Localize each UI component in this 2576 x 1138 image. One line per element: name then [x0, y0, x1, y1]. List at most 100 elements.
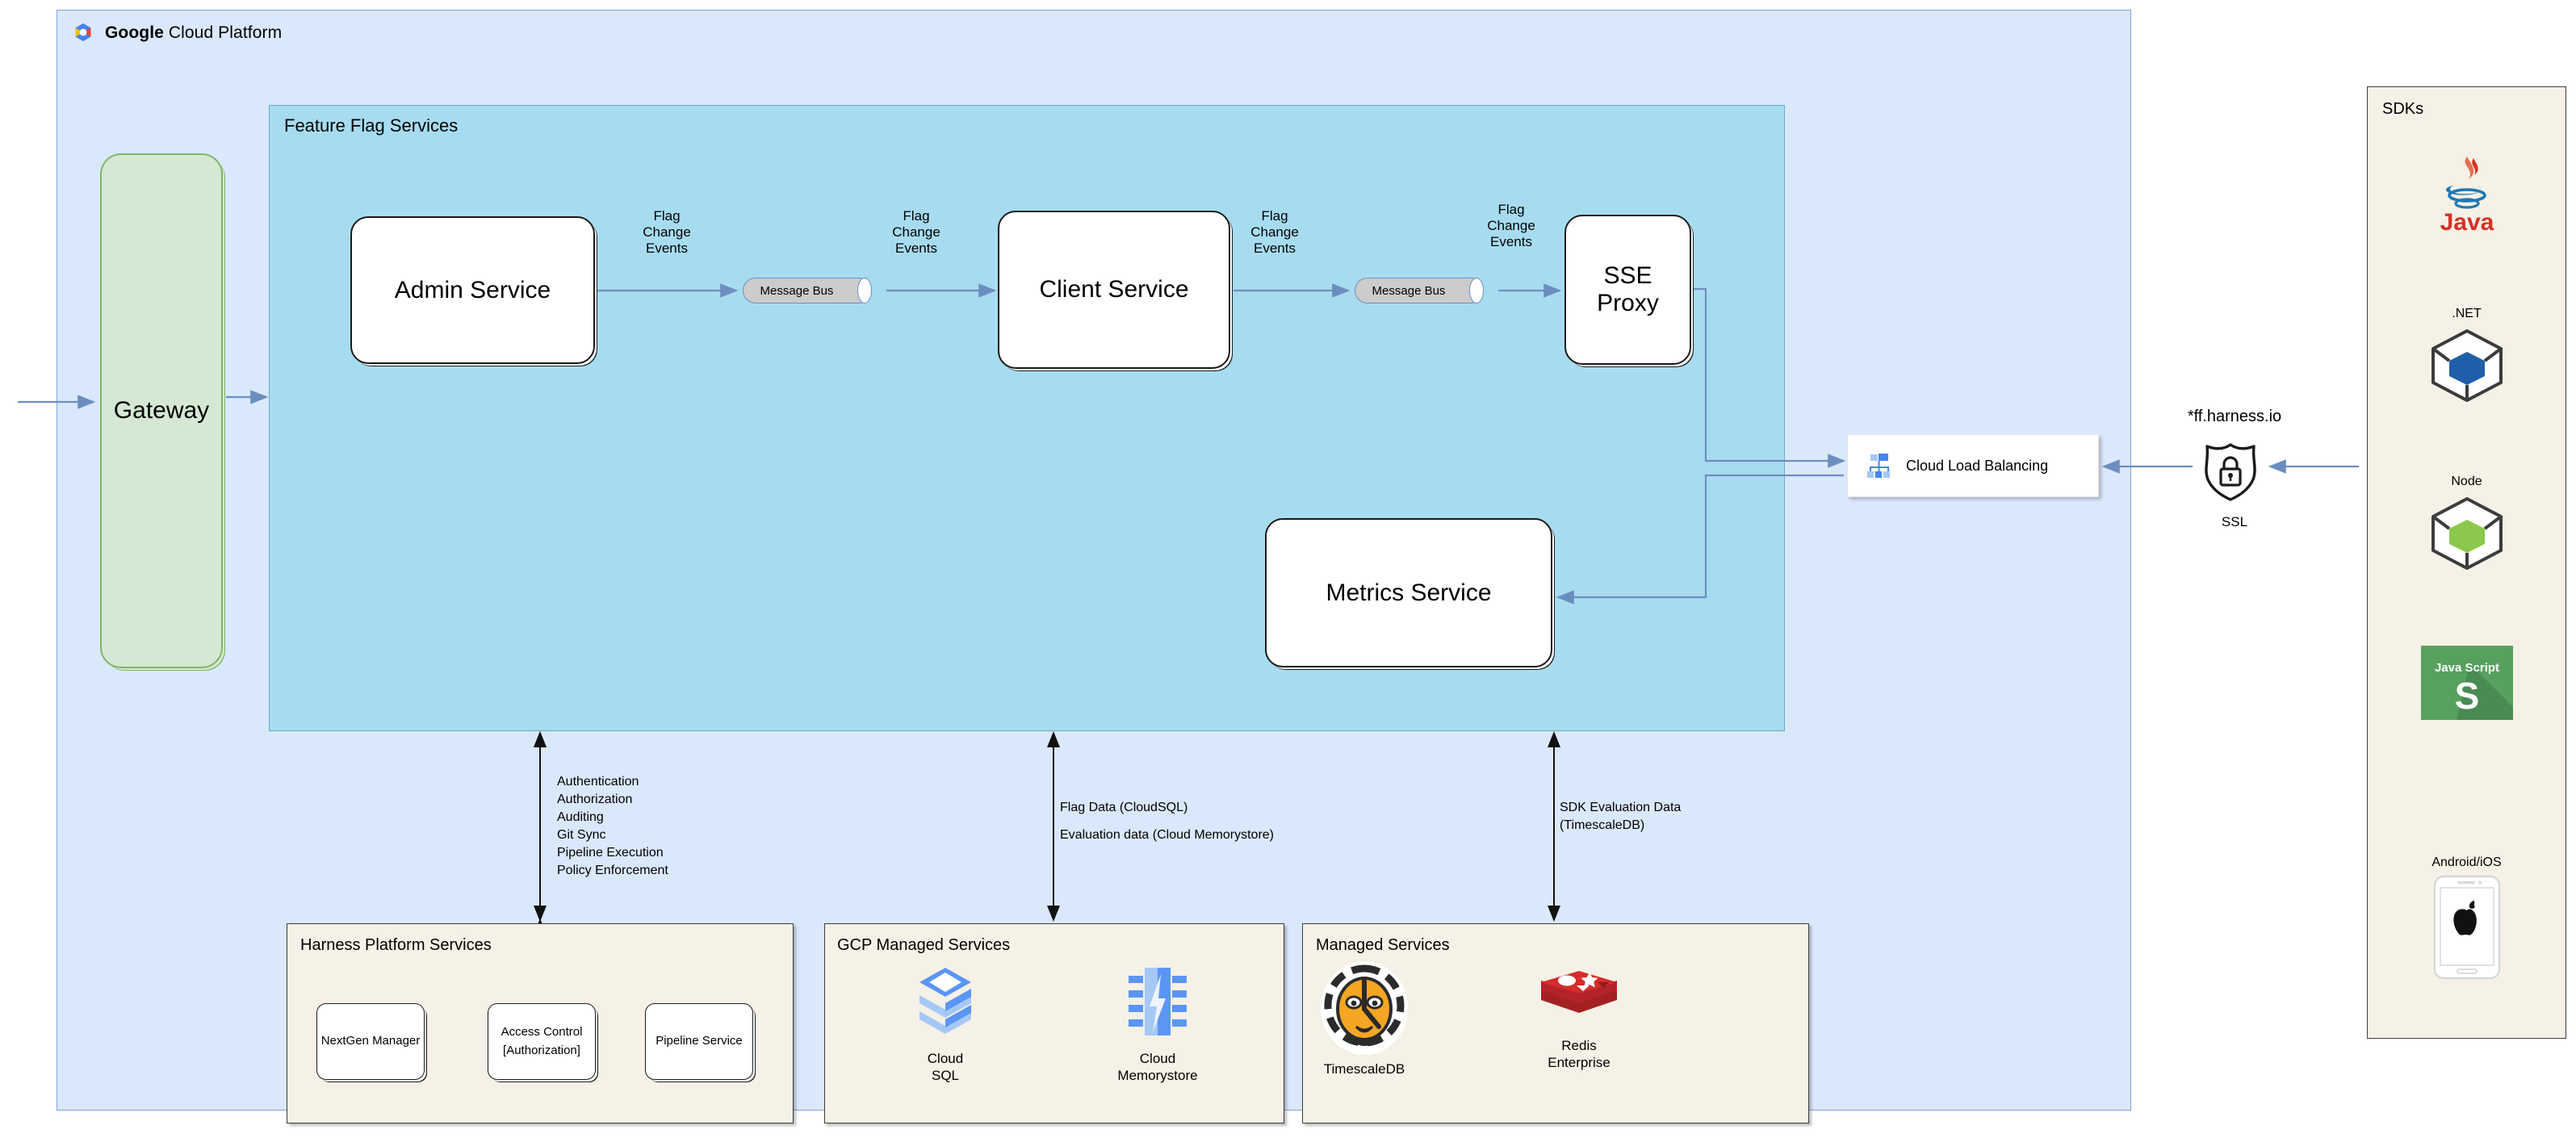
cloud-sql-icon — [877, 964, 1014, 1045]
flag-label-line1: Flag — [1261, 208, 1288, 224]
gateway-node[interactable]: Gateway — [100, 153, 223, 668]
flag-label-line1: Flag — [903, 208, 930, 224]
flag-label-line3: Events — [1254, 240, 1296, 256]
annot-policy-enforcement: Policy Enforcement — [557, 864, 668, 878]
redis-caption: Redis Enterprise — [1510, 1037, 1648, 1072]
flag-label-line2: Change — [1487, 217, 1535, 233]
gcp-managed-services-title: GCP Managed Services — [837, 936, 1011, 954]
flag-label-line1: Flag — [1497, 202, 1525, 217]
timescaledb-tiger-icon — [1296, 960, 1433, 1056]
cloud-sql-line2: SQL — [931, 1068, 960, 1084]
client-service-label: Client Service — [1039, 276, 1189, 303]
redis-line1: Redis — [1561, 1038, 1597, 1053]
gcp-title: Google Cloud Platform — [105, 23, 282, 43]
dotnet-cube-icon — [2367, 326, 2566, 404]
annot-pipeline-execution: Pipeline Execution — [557, 846, 664, 860]
cloud-load-balancing-icon — [1864, 450, 1895, 481]
redis-logo-icon — [1510, 964, 1648, 1032]
sse-proxy-node[interactable]: SSE Proxy — [1564, 215, 1691, 365]
metrics-service-label: Metrics Service — [1326, 579, 1492, 606]
sdk-label-dotnet: .NET — [2452, 307, 2482, 320]
java-logo-icon: Java — [2367, 153, 2566, 237]
gcp-title-bold: Google — [105, 23, 164, 42]
pipeline-service-node[interactable]: Pipeline Service — [645, 1003, 753, 1080]
sdk-label-node: Node — [2451, 475, 2482, 488]
timescaledb-line1: TimescaleDB — [1323, 1061, 1405, 1077]
cloud-sql-item[interactable]: Cloud SQL — [877, 964, 1014, 1085]
admin-service-label: Admin Service — [394, 276, 551, 303]
feature-flag-services-title: Feature Flag Services — [284, 115, 459, 136]
annot-auditing: Auditing — [557, 810, 604, 825]
annot-flag-data: Flag Data (CloudSQL) — [1060, 801, 1188, 814]
flag-change-events-label-3: Flag Change Events — [1222, 208, 1327, 257]
cloud-memorystore-line1: Cloud — [1139, 1051, 1176, 1066]
google-cloud-logo-icon — [71, 21, 95, 45]
flag-label-line2: Change — [1250, 224, 1299, 240]
cloud-load-balancing-label: Cloud Load Balancing — [1906, 457, 2049, 474]
cloud-memorystore-item[interactable]: Cloud Memorystore — [1089, 964, 1226, 1085]
svg-text:Java: Java — [2440, 209, 2494, 236]
access-control-label: Access Control [Authorization] — [501, 1023, 583, 1060]
timescaledb-item[interactable]: TimescaleDB — [1296, 960, 1433, 1077]
annot-spacer — [1060, 817, 1274, 826]
ssl-shield-lock-icon — [2197, 442, 2264, 502]
flag-change-events-label-1: Flag Change Events — [614, 208, 719, 257]
redis-enterprise-item[interactable]: Redis Enterprise — [1510, 964, 1648, 1072]
flag-label-line3: Events — [646, 240, 688, 256]
ff-domain-label: *ff.harness.io — [2187, 408, 2282, 425]
cloud-memorystore-caption: Cloud Memorystore — [1089, 1050, 1226, 1085]
flag-label-line2: Change — [892, 224, 940, 240]
flag-label-line2: Change — [643, 224, 691, 240]
annot-sdk-evaluation-data: SDK Evaluation Data — [1560, 801, 1682, 814]
cloud-memorystore-line2: Memorystore — [1117, 1068, 1198, 1084]
svg-text:S: S — [2454, 675, 2479, 717]
sdk-item-node[interactable]: Node — [2367, 475, 2566, 571]
access-control-node[interactable]: Access Control [Authorization] — [488, 1003, 596, 1080]
annot-authentication: Authentication — [557, 775, 639, 789]
annot-git-sync: Git Sync — [557, 828, 606, 843]
flag-change-events-label-2: Flag Change Events — [864, 208, 969, 257]
flag-change-events-label-4: Flag Change Events — [1459, 202, 1564, 250]
message-bus-node-1[interactable]: Message Bus — [743, 278, 872, 303]
svg-text:Java Script: Java Script — [2434, 661, 2499, 675]
sdk-item-java[interactable]: Java — [2367, 153, 2566, 237]
nextgen-manager-node[interactable]: NextGen Manager — [316, 1003, 425, 1080]
sdk-data-annotations: SDK Evaluation Data (TimescaleDB) — [1560, 799, 1681, 835]
sse-proxy-label: SSE Proxy — [1597, 262, 1659, 316]
redis-line2: Enterprise — [1548, 1055, 1611, 1071]
data-annotations: Flag Data (CloudSQL) Evaluation data (Cl… — [1060, 799, 1274, 844]
annot-timescaledb: (TimescaleDB) — [1560, 818, 1645, 833]
mobile-apple-icon — [2367, 875, 2566, 980]
cloud-load-balancing-card[interactable]: Cloud Load Balancing — [1847, 434, 2099, 497]
feature-flag-services-panel — [269, 105, 1785, 731]
cloud-sql-caption: Cloud SQL — [877, 1050, 1014, 1085]
nextgen-manager-label: NextGen Manager — [320, 1034, 421, 1048]
message-bus-node-2[interactable]: Message Bus — [1355, 278, 1484, 303]
sdk-item-javascript[interactable]: Java Script S — [2367, 646, 2566, 720]
gcp-header: Google Cloud Platform — [71, 19, 410, 47]
client-service-node[interactable]: Client Service — [998, 211, 1230, 369]
metrics-service-node[interactable]: Metrics Service — [1265, 518, 1552, 667]
message-bus-label-1: Message Bus — [760, 283, 834, 298]
gcp-managed-services-panel — [824, 923, 1284, 1123]
sse-proxy-label-line1: SSE — [1603, 262, 1652, 290]
sdk-item-mobile[interactable]: Android/iOS — [2367, 856, 2566, 980]
cloud-sql-line1: Cloud — [927, 1051, 964, 1066]
sdks-title: SDKs — [2382, 100, 2424, 118]
javascript-logo-icon: Java Script S — [2367, 646, 2566, 720]
annot-evaluation-data: Evaluation data (Cloud Memorystore) — [1060, 828, 1275, 843]
timescaledb-caption: TimescaleDB — [1296, 1061, 1433, 1077]
flag-label-line3: Events — [1490, 233, 1532, 249]
gateway-label: Gateway — [113, 397, 210, 425]
annot-authorization: Authorization — [557, 793, 633, 807]
managed-services-title: Managed Services — [1316, 936, 1450, 954]
sse-proxy-label-line2: Proxy — [1597, 290, 1659, 316]
node-cube-icon — [2367, 494, 2566, 571]
sdk-item-dotnet[interactable]: .NET — [2367, 307, 2566, 404]
flag-label-line1: Flag — [653, 208, 681, 224]
pipeline-service-label: Pipeline Service — [656, 1034, 743, 1048]
admin-service-node[interactable]: Admin Service — [350, 216, 595, 364]
access-control-label-line2: [Authorization] — [503, 1043, 580, 1057]
gcp-title-rest: Cloud Platform — [163, 23, 283, 42]
sdk-label-mobile: Android/iOS — [2431, 856, 2502, 869]
